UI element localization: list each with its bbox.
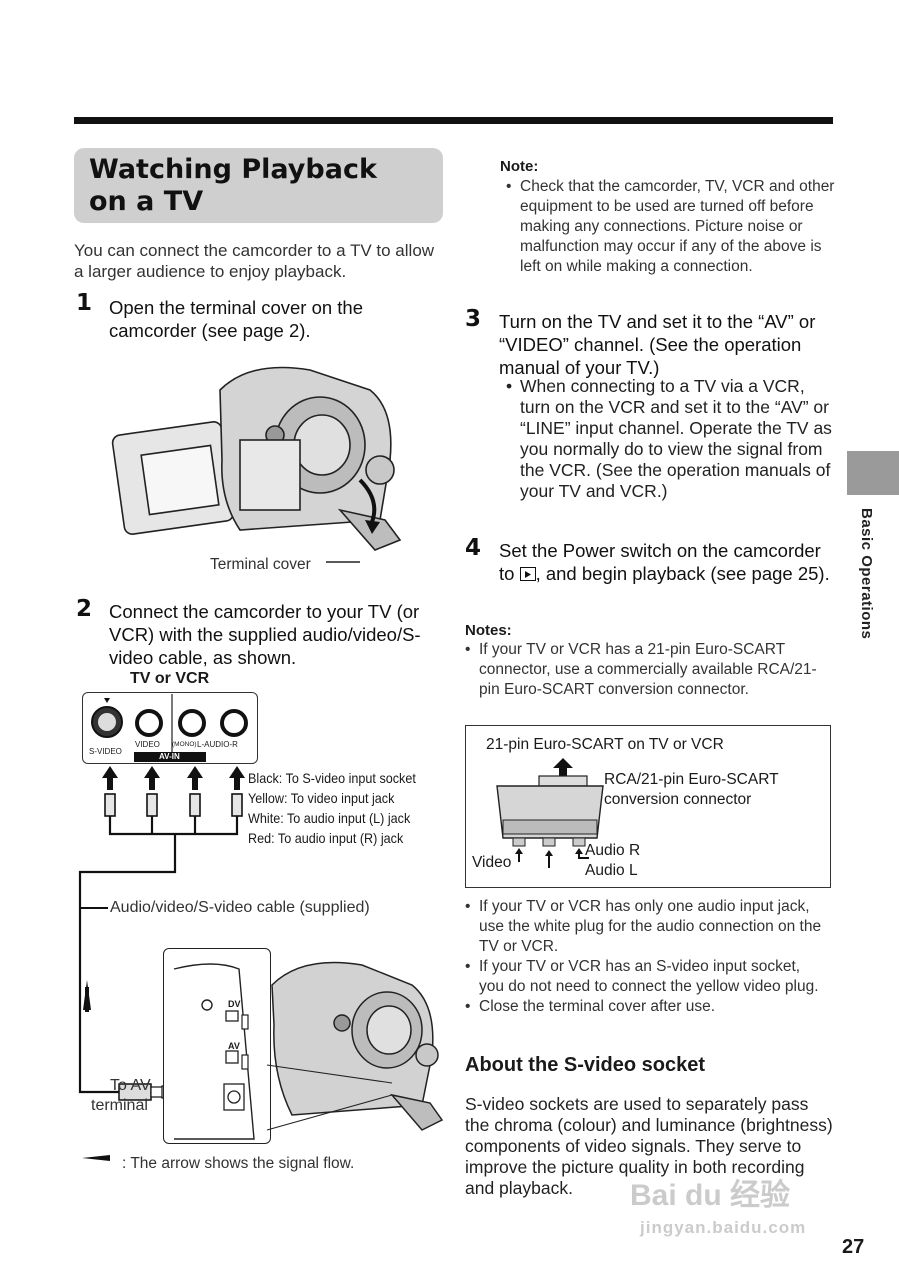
watermark-logo: Bai du 经验: [630, 1179, 791, 1212]
plug-line-red: Red: To audio input (R) jack: [248, 830, 404, 846]
notes-list-bottom: If your TV or VCR has only one audio inp…: [465, 897, 825, 1017]
scart-audio-r-label: Audio R: [585, 842, 641, 859]
step-1-text: Open the terminal cover on the camcorder…: [109, 297, 364, 341]
scart-video-label: Video: [472, 854, 512, 871]
step-3-bullet: When connecting to a TV via a VCR, turn …: [506, 376, 836, 502]
intro-paragraph: You can connect the camcorder to a TV to…: [74, 241, 435, 281]
av-label: AV: [228, 1041, 240, 1051]
step-1-number: 1: [76, 290, 93, 316]
plug-line-black: Black: To S-video input socket: [248, 770, 416, 786]
scart-audio-l-label: Audio L: [585, 862, 638, 879]
camcorder-figure: [111, 366, 402, 563]
dv-label: DV: [228, 999, 241, 1009]
svideo-label: S-VIDEO: [89, 747, 122, 756]
mono-label: (MONO): [172, 741, 197, 748]
note-list: Check that the camcorder, TV, VCR and ot…: [506, 177, 836, 277]
step-4-number: 4: [465, 535, 482, 561]
notes-heading: Notes:: [465, 622, 512, 639]
plug-line-white: White: To audio input (L) jack: [248, 810, 411, 826]
scart-diagram-box: 21-pin Euro-SCART on TV or VCR RCA/21-pi…: [465, 725, 831, 888]
step-3-text: Turn on the TV and set it to the “AV” or…: [499, 311, 816, 378]
page-title: Watching Playback on a TV: [89, 154, 377, 217]
section-side-label: Basic Operations: [853, 508, 877, 648]
scart-connector-line1: RCA/21-pin Euro-SCART: [604, 771, 779, 788]
terminal-cover-label: Terminal cover: [210, 556, 311, 573]
side-label-text: Basic Operations: [858, 508, 875, 640]
note-item: Check that the camcorder, TV, VCR and ot…: [506, 177, 836, 277]
to-av-label: To AV: [110, 1077, 151, 1094]
terminal-label: terminal: [91, 1097, 148, 1114]
plug-line-yellow: Yellow: To video input jack: [248, 790, 395, 806]
step-2-number: 2: [76, 596, 93, 622]
step-4-text-before: Set the Power switch on the camcorder to: [499, 540, 821, 584]
tv-or-vcr-label: TV or VCR: [130, 670, 210, 687]
watermark-url: jingyan.baidu.com: [640, 1218, 807, 1237]
notes-item: Close the terminal cover after use.: [465, 997, 825, 1017]
about-svideo-body: S-video sockets are used to separately p…: [465, 1094, 833, 1198]
notes-item: If your TV or VCR has a 21-pin Euro-SCAR…: [465, 640, 825, 700]
cable-leader: [80, 907, 108, 909]
top-rule: [74, 117, 833, 124]
play-mode-icon: [519, 567, 536, 581]
step-4-text: Set the Power switch on the camcorder to…: [499, 539, 834, 585]
step-4-text-after: , and begin playback (see page 25).: [535, 563, 830, 584]
scart-connector-line2: conversion connector: [604, 791, 752, 808]
step-3-bullets: When connecting to a TV via a VCR, turn …: [506, 376, 836, 502]
notes-item: If your TV or VCR has only one audio inp…: [465, 897, 825, 957]
scart-connector-label: RCA/21-pin Euro-SCART conversion connect…: [604, 770, 779, 810]
audio-label: L-AUDIO-R: [197, 740, 238, 749]
tv-av-panel: S-VIDEO VIDEO (MONO) L-AUDIO-R AV-IN: [82, 692, 258, 764]
note-heading: Note:: [500, 158, 539, 175]
arrow-note: : The arrow shows the signal flow.: [122, 1155, 355, 1172]
section-title-box: Watching Playback on a TV: [74, 148, 443, 223]
video-label: VIDEO: [135, 740, 160, 749]
plug-legend: Black: To S-video input socket Yellow: T…: [248, 768, 416, 848]
notes-list-top: If your TV or VCR has a 21-pin Euro-SCAR…: [465, 640, 825, 700]
av-in-label: AV-IN: [159, 752, 180, 761]
scart-title: 21-pin Euro-SCART on TV or VCR: [486, 736, 724, 753]
av-terminal-closeup: DV AV: [163, 948, 271, 1144]
cable-label: Audio/video/S-video cable (supplied): [110, 899, 370, 916]
about-svideo-heading: About the S-video socket: [465, 1054, 706, 1076]
camcorder-small-figure: [266, 961, 444, 1131]
section-side-tab: [847, 451, 899, 495]
notes-item: If your TV or VCR has an S-video input s…: [465, 957, 825, 997]
step-2-text: Connect the camcorder to your TV (or VCR…: [109, 601, 421, 668]
step-3-number: 3: [465, 306, 482, 332]
page-number: 27: [842, 1236, 865, 1258]
